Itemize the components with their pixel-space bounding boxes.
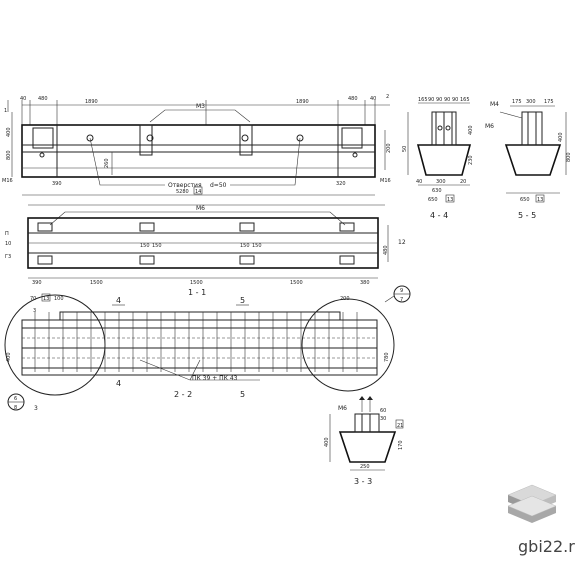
callout-left-num: 3 xyxy=(34,405,38,412)
dim-top-3: 1890 xyxy=(85,99,98,105)
plan-left-label-3: Г3 xyxy=(5,254,11,260)
s44-side-3: 230 xyxy=(468,155,474,165)
s22-ref-3: 100 xyxy=(54,296,64,302)
s44-title: 4 - 4 xyxy=(430,211,448,220)
s44-top-6: 165 xyxy=(460,97,470,103)
hole-label: Отверстия xyxy=(168,182,202,189)
s55-ref: 13 xyxy=(537,197,543,203)
plan-dim-4: 1500 xyxy=(290,280,303,286)
s33-label-m6: М6 xyxy=(338,405,347,412)
marker-4-bottom: 4 xyxy=(116,379,121,388)
dim-top-5: 480 xyxy=(348,96,358,102)
s44-top-4: 90 xyxy=(444,97,450,103)
dim-bottom-left: 390 xyxy=(52,181,62,187)
label-m3: М3 xyxy=(196,103,205,110)
dim-bottom-right: 320 xyxy=(336,181,346,187)
dim-left-1: 1 xyxy=(4,108,7,114)
s44-side-2: 400 xyxy=(468,125,474,135)
label-m16-left: М16 xyxy=(2,178,13,184)
s44-bottom-4: 630 xyxy=(432,188,442,194)
plan-dim-5: 380 xyxy=(360,280,370,286)
dim-left-3: 800 xyxy=(6,150,12,160)
s22-ref-1: 70 xyxy=(30,296,36,302)
s33-top-2: 30 xyxy=(380,416,386,422)
callout-right-top: 9 xyxy=(400,288,403,294)
dim-top-1: 40 xyxy=(20,96,26,102)
s44-side-1: 50 xyxy=(402,146,408,152)
marker-5-bottom: 5 xyxy=(240,390,245,399)
s44-top-1: 165 xyxy=(418,97,428,103)
plan-dim-3: 1500 xyxy=(190,280,203,286)
label-200-elev: 200 xyxy=(386,143,392,153)
callout-left-top: 6 xyxy=(14,396,17,402)
plan-right-dim-2: 480 xyxy=(383,245,389,255)
beam-plan: М6 150 150 150 150 П 10 Г3 12 480 390 15… xyxy=(5,204,406,297)
callout-left-bottom: 8 xyxy=(14,405,17,411)
s55-side-1: 400 xyxy=(558,132,564,142)
overall-ref: 14 xyxy=(195,189,201,195)
marker-2: 2 xyxy=(386,94,389,100)
dim-top-6: 40 xyxy=(370,96,376,102)
s33-ref: 21 xyxy=(397,423,403,429)
plan-dim-inner-1: 150 xyxy=(140,243,150,249)
s33-title: 3 - 3 xyxy=(354,477,372,486)
plan-dim-inner-4: 150 xyxy=(252,243,262,249)
s22-side-right: 780 xyxy=(384,352,390,362)
s44-bottom-5: 650 xyxy=(428,197,438,203)
plan-dim-1: 390 xyxy=(32,280,42,286)
hole-size: d=50 xyxy=(210,182,227,189)
label-m16-right: М16 xyxy=(380,178,391,184)
s22-title: 2 - 2 xyxy=(174,390,192,399)
dim-top-4: 1890 xyxy=(296,99,309,105)
plan-dim-inner-2: 150 xyxy=(152,243,162,249)
s55-top-2: 300 xyxy=(526,99,536,105)
s44-bottom-1: 40 xyxy=(416,179,422,185)
s22-bottom-label: ПК 39 + ПК 43 xyxy=(192,375,238,382)
label-260: 260 xyxy=(104,158,110,168)
s22-label-3: 3 xyxy=(33,308,36,314)
s55-title: 5 - 5 xyxy=(518,211,536,220)
s44-bottom-3: 20 xyxy=(460,179,466,185)
s55-bottom-1: 650 xyxy=(520,197,530,203)
s55-top-3: 175 xyxy=(544,99,554,105)
plan-left-label-2: 10 xyxy=(5,241,11,247)
logo-icon xyxy=(507,484,557,523)
stirrups xyxy=(34,312,358,372)
plan-dim-2: 1500 xyxy=(90,280,103,286)
s55-label-m6: М6 xyxy=(485,123,494,130)
s22-side-left: 400 xyxy=(6,352,12,362)
section-1-1-title: 1 - 1 xyxy=(188,288,206,297)
plan-left-label-1: П xyxy=(5,231,9,237)
plan-right-dim-1: 12 xyxy=(398,239,406,246)
s55-label-m4: М4 xyxy=(490,101,499,108)
section-4-4: 165 90 90 90 90 165 50 400 230 40 300 20… xyxy=(402,97,474,220)
s55-side-2: 800 xyxy=(566,152,572,162)
s22-ref-2: 13 xyxy=(43,296,49,302)
s33-bottom: 250 xyxy=(360,464,370,470)
s33-side-1: 400 xyxy=(324,437,330,447)
plan-dim-inner-3: 150 xyxy=(240,243,250,249)
s33-top-1: 60 xyxy=(380,408,386,414)
section-3-3: М6 60 30 400 170 21 250 3 - 3 xyxy=(324,396,404,486)
marker-4-top: 4 xyxy=(116,296,121,305)
s44-ref: 13 xyxy=(447,197,453,203)
s22-label-200: 200 xyxy=(340,296,350,302)
marker-5-top: 5 xyxy=(240,296,245,305)
dim-top-2: 480 xyxy=(38,96,48,102)
watermark-site: gbi22.ru xyxy=(518,537,575,556)
s44-top-5: 90 xyxy=(452,97,458,103)
callout-right-bottom: 7 xyxy=(400,297,403,303)
s55-top-1: 175 xyxy=(512,99,522,105)
section-5-5: М4 175 300 175 М6 400 800 650 13 5 - 5 xyxy=(485,99,572,220)
s44-bottom-2: 300 xyxy=(436,179,446,185)
dim-left-2: 400 xyxy=(6,127,12,137)
s33-side-2: 170 xyxy=(398,440,404,450)
plan-label-m6: М6 xyxy=(196,205,205,212)
section-2-2: 4 5 4 5 ПК 39 + ПК 43 400 780 70 13 100 … xyxy=(4,285,411,412)
s44-top-3: 90 xyxy=(436,97,442,103)
beam-elevation: 40 480 1890 1890 480 40 М3 Отверстия d=5… xyxy=(2,94,392,196)
overall-dim: 5280 xyxy=(176,189,189,195)
s44-top-2: 90 xyxy=(428,97,434,103)
